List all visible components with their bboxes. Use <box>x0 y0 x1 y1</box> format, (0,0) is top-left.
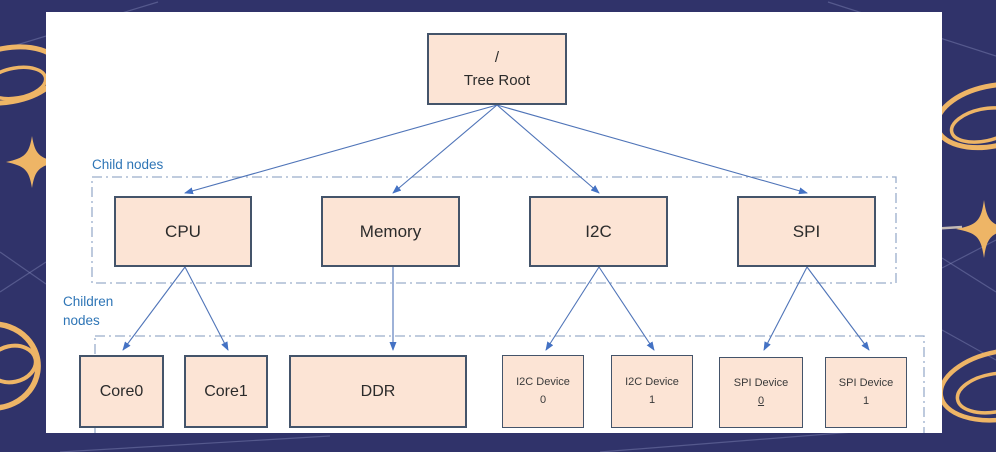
child-nodes-label: Child nodes <box>92 157 164 172</box>
node-spi-device-0-line2: 0 <box>757 394 765 407</box>
node-spi-device-1-line2: 1 <box>862 394 870 407</box>
gold-swirl-left-icon <box>0 321 41 411</box>
node-i2c-device-1-line1: I2C Device <box>625 375 679 388</box>
sparkle-star-left-icon <box>6 136 58 188</box>
node-i2c-device-0-line1: I2C Device <box>516 375 570 388</box>
node-tree-root: / Tree Root <box>427 33 567 105</box>
node-spi-device-0-line1: SPI Device <box>733 376 789 389</box>
node-spi-device-1: SPI Device 1 <box>825 357 907 428</box>
diagram-canvas: Child nodes Children nodes / Tree Root C… <box>46 12 942 433</box>
node-cpu: CPU <box>114 196 252 267</box>
node-core1-label: Core1 <box>204 382 248 400</box>
children-nodes-label-line2: nodes <box>63 312 100 328</box>
node-ddr: DDR <box>289 355 467 428</box>
node-i2c-device-1: I2C Device 1 <box>611 355 693 428</box>
node-spi-device-1-line1: SPI Device <box>838 376 894 389</box>
node-spi-device-0: SPI Device 0 <box>719 357 803 428</box>
children-nodes-label: Children nodes <box>63 293 113 331</box>
node-i2c: I2C <box>529 196 668 267</box>
node-core0-label: Core0 <box>99 382 144 400</box>
node-memory-label: Memory <box>359 221 422 241</box>
node-i2c-device-0: I2C Device 0 <box>502 355 584 428</box>
node-core0: Core0 <box>79 355 164 428</box>
node-core1: Core1 <box>184 355 268 428</box>
node-i2c-label: I2C <box>585 221 612 241</box>
node-spi: SPI <box>737 196 876 267</box>
node-i2c-device-1-line2: 1 <box>648 393 656 406</box>
node-i2c-device-0-line2: 0 <box>539 393 547 406</box>
root-label: Tree Root <box>463 72 531 89</box>
node-cpu-label: CPU <box>165 221 201 241</box>
node-spi-label: SPI <box>792 221 821 241</box>
node-memory: Memory <box>321 196 460 267</box>
tree-edges <box>122 104 870 351</box>
node-ddr-label: DDR <box>360 382 396 400</box>
children-nodes-label-line1: Children <box>63 294 114 309</box>
root-symbol: / <box>494 48 500 66</box>
child-nodes-group-box <box>91 176 897 284</box>
